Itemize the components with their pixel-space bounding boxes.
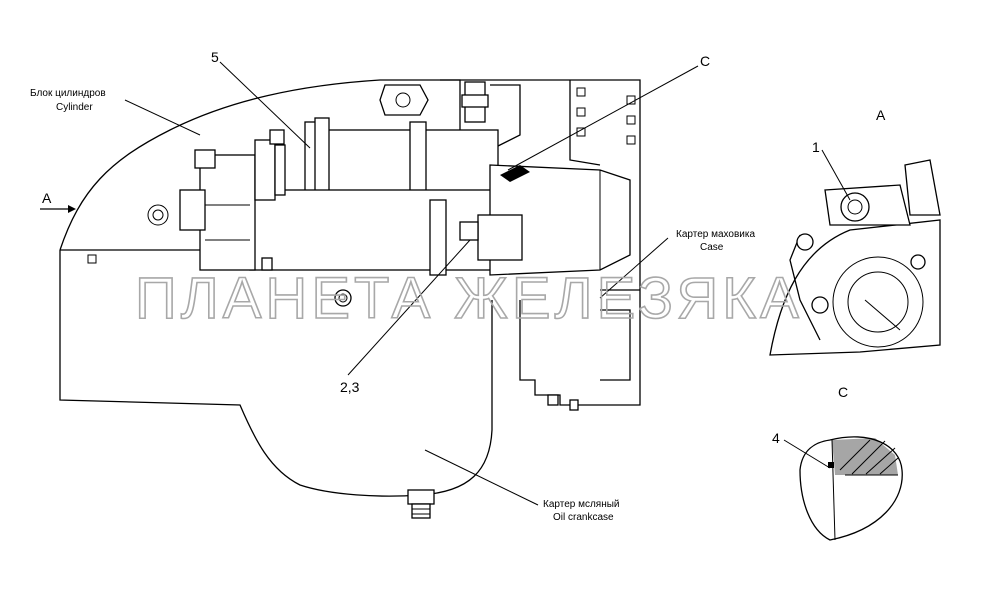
view-c-hatch (839, 439, 899, 475)
starter-motor (179, 117, 631, 276)
callout-1: 1 (812, 139, 820, 155)
section-c-label: C (700, 53, 710, 69)
label-cylinder-ru: Блок цилиндров (30, 88, 106, 99)
view-a-title: A (876, 107, 886, 123)
flywheel-housing (379, 79, 641, 411)
watermark-text: ПЛАНЕТА ЖЕЛЕЗЯКА (135, 266, 803, 331)
callout-5: 5 (211, 49, 219, 65)
label-cylinder-en: Cylinder (56, 102, 93, 113)
label-flywheel-ru: Картер маховика (676, 229, 755, 240)
view-a (769, 159, 941, 356)
label-oil-ru: Картер мсляный (543, 499, 620, 510)
leader-lines (40, 61, 851, 506)
callout-4: 4 (772, 430, 780, 446)
view-c-title: C (838, 384, 848, 400)
oil-crankcase (334, 289, 493, 519)
view-a-arrow-label: A (42, 190, 52, 206)
view-c (799, 436, 903, 541)
callout-2-3: 2,3 (340, 379, 360, 395)
section-c-hatch (500, 165, 530, 182)
label-oil-en: Oil crankcase (553, 512, 614, 523)
label-flywheel-en: Case (700, 242, 724, 253)
